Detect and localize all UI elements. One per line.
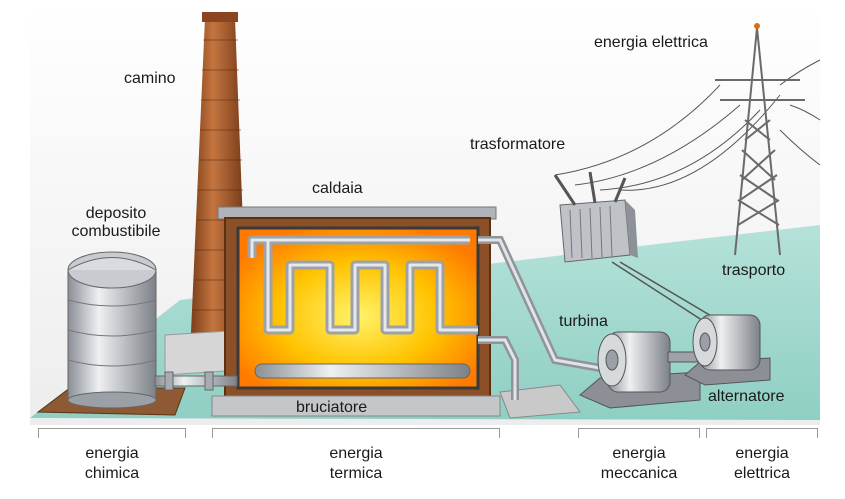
energy-group-mechanical: energia meccanica xyxy=(578,428,700,484)
group-line1: energia xyxy=(612,445,666,462)
fuel-tank-icon xyxy=(36,251,186,416)
energy-group-thermal: energia termica xyxy=(212,428,500,484)
group-line2: termica xyxy=(329,465,383,482)
steam-pipe xyxy=(478,236,601,400)
burner-label: bruciatore xyxy=(296,399,368,416)
turbine-label: turbina xyxy=(559,313,608,330)
fuel-tank-label-line1: deposito xyxy=(85,205,147,222)
transformer-label: trasformatore xyxy=(470,136,566,153)
fuel-tank-label-line2: combustibile xyxy=(71,223,161,240)
transport-label: trasporto xyxy=(722,262,786,279)
bracket xyxy=(38,428,186,438)
group-line2: elettrica xyxy=(733,465,791,482)
group-line1: energia xyxy=(85,445,139,462)
boiler-label: caldaia xyxy=(312,180,363,197)
chimney-label: camino xyxy=(124,70,176,87)
electric-energy-top-label: energia elettrica xyxy=(594,34,708,51)
group-line1: energia xyxy=(735,445,789,462)
turbine-slab xyxy=(499,384,581,419)
group-line1: energia xyxy=(329,445,383,462)
bracket xyxy=(706,428,818,438)
pylon-icon xyxy=(715,23,805,256)
alternator-label: alternatore xyxy=(708,388,785,405)
fuel-tank-label: deposito combustibile xyxy=(56,205,176,241)
energy-group-chemical: energia chimica xyxy=(38,428,186,484)
fuel-pipe xyxy=(154,371,238,391)
group-line2: chimica xyxy=(84,465,140,482)
bracket xyxy=(212,428,500,438)
bracket xyxy=(578,428,700,438)
group-line2: meccanica xyxy=(600,465,678,482)
boiler-icon xyxy=(211,206,501,417)
energy-group-electric: energia elettrica xyxy=(706,428,818,484)
alternator-icon xyxy=(684,314,771,386)
transformer-icon xyxy=(553,171,638,263)
